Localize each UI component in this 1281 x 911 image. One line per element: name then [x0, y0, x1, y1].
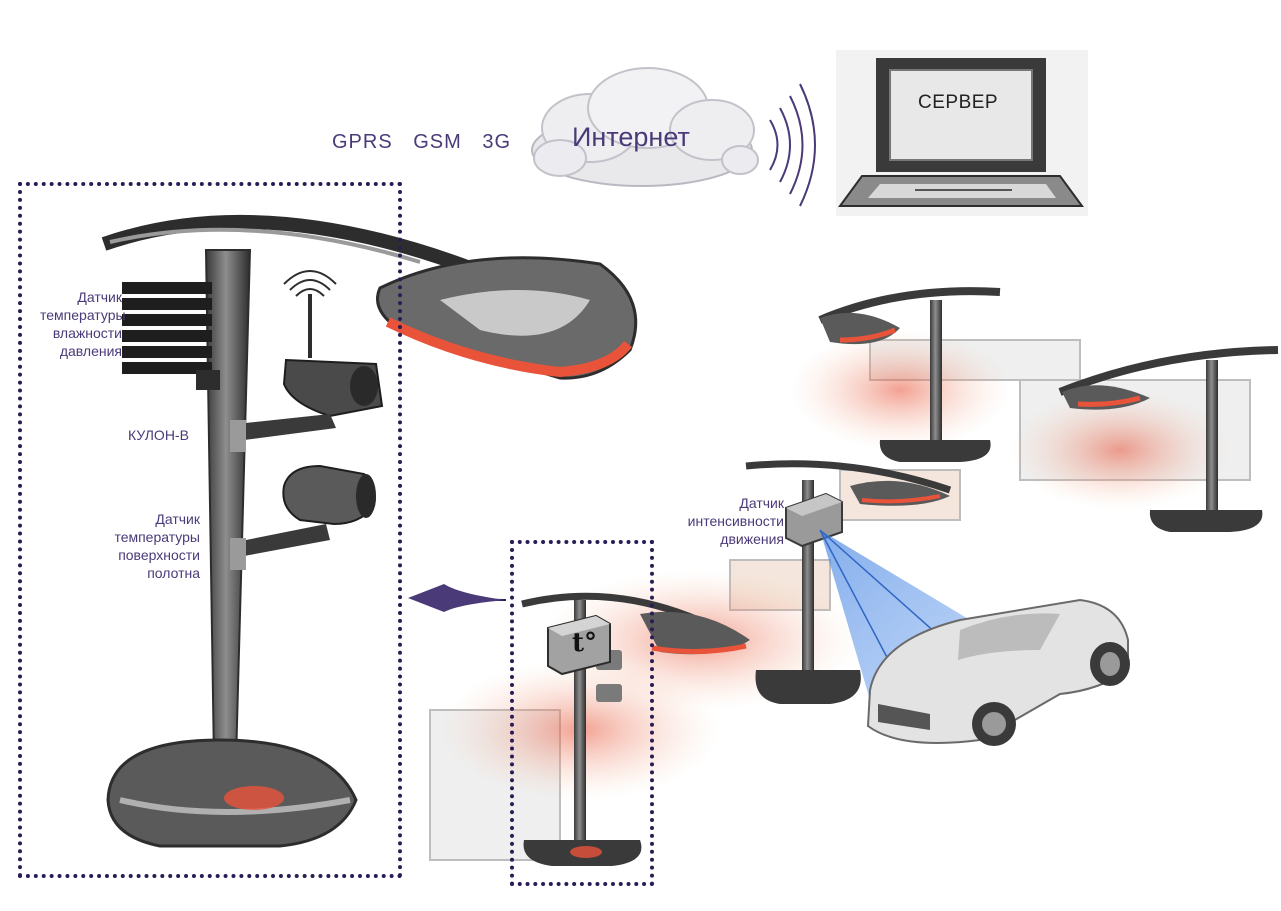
temperature-box: [547, 614, 611, 676]
camera-icon: [230, 294, 384, 452]
weather-sensor-line-4: давления: [59, 343, 122, 359]
street-lamp-icon: [745, 287, 1279, 704]
weather-sensor-line-2: температуры: [40, 307, 126, 323]
surface-sensor-line-4: полотна: [147, 565, 200, 581]
server-label: СЕРВЕР: [918, 92, 999, 113]
protocol-gsm: GSM: [413, 131, 462, 153]
weather-sensor-line-3: влажности: [52, 325, 122, 341]
wifi-signal-icon: [283, 270, 337, 297]
surface-sensor-label: Датчик температуры поверхности полотна: [96, 510, 200, 582]
protocol-gprs: GPRS: [332, 131, 393, 153]
traffic-sensor-line-3: движения: [720, 531, 784, 547]
surface-sensor-icon: [230, 464, 376, 570]
traffic-sensor-box: [785, 492, 843, 548]
device-name-label: КУЛОН-В: [128, 427, 189, 443]
protocol-3g: 3G: [482, 131, 512, 153]
laptop-icon: [836, 50, 1088, 216]
arrow-left-icon: [408, 584, 507, 612]
car-icon: [866, 598, 1130, 746]
cloud-icon: [531, 67, 759, 187]
main-lamp-frame: [18, 182, 402, 878]
internet-label: Интернет: [572, 122, 690, 152]
surface-sensor-line-2: температуры: [114, 529, 200, 545]
traffic-sensor-line-1: Датчик: [739, 495, 784, 511]
network-protocols: GPRS GSM 3G: [332, 131, 525, 154]
traffic-sensor-label: Датчик интенсивности движения: [660, 494, 784, 548]
weather-sensor-label: Датчик температуры влажности давления: [40, 288, 126, 360]
temperature-symbol: t°: [572, 628, 598, 658]
wifi-signal-icon: [769, 83, 816, 207]
traffic-sensor-line-2: интенсивности: [687, 513, 784, 529]
main-lamp: [101, 214, 638, 848]
weather-sensor-shield: [122, 282, 220, 390]
small-lamp-frame: [510, 540, 654, 886]
weather-sensor-line-1: Датчик: [77, 289, 122, 305]
surface-sensor-line-3: поверхности: [118, 547, 200, 563]
surface-sensor-line-1: Датчик: [155, 511, 200, 527]
